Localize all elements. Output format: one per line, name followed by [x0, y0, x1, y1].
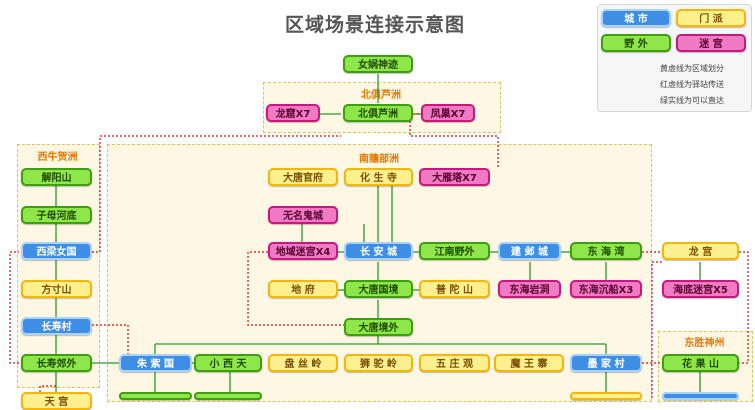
legend-city: 城 市 — [601, 9, 671, 27]
node-cut-bottom-2 — [194, 392, 262, 400]
node-zimu: 子母河底 — [21, 206, 92, 224]
legend-field: 野 外 — [601, 34, 671, 52]
node-jianye: 建 邺 城 — [498, 242, 561, 260]
node-tiangong: 天 宫 — [21, 392, 92, 410]
node-changshoujiao: 长寿郊外 — [21, 354, 92, 372]
legend-green-line-label: 绿实线为可以直达 — [660, 96, 724, 105]
node-jieyang: 解阳山 — [21, 168, 92, 186]
node-donghaiwan: 东 海 湾 — [570, 242, 642, 260]
node-cut-bottom-3 — [570, 392, 642, 400]
node-datangguojing: 大唐国境 — [344, 280, 413, 298]
node-longku: 龙窟X7 — [266, 104, 320, 122]
node-huasheng: 化 生 寺 — [344, 168, 413, 186]
node-changan: 长 安 城 — [344, 242, 413, 260]
node-beiju: 北俱芦洲 — [343, 104, 413, 122]
node-diyu: 地域迷宫X4 — [268, 242, 338, 260]
scene-connection-diagram: 区域场景连接示意图 北俱芦洲 西牛贺洲 南赡部洲 东胜神州 — [9, 4, 753, 410]
node-jiangnan: 江南野外 — [419, 242, 490, 260]
node-wuzhuang: 五 庄 观 — [419, 354, 490, 372]
node-pansi: 盘 丝 岭 — [268, 354, 338, 372]
node-shituo: 狮 驼 岭 — [344, 354, 413, 372]
node-mowang: 魔 王 寨 — [494, 354, 564, 372]
node-fengchao: 凤巢X7 — [421, 104, 475, 122]
zone-label-nanzhanbuzhou: 南赡部洲 — [359, 154, 399, 165]
node-xiaoxitian: 小 西 天 — [194, 354, 262, 372]
node-dihaimigong: 海底迷宫X5 — [662, 280, 739, 298]
node-fangcun: 方寸山 — [21, 280, 92, 298]
node-nvwa: 女娲神迹 — [343, 55, 413, 73]
legend-dungeon: 迷 宫 — [676, 34, 746, 52]
node-wuming: 无名鬼城 — [268, 206, 338, 224]
legend-faction: 门 派 — [676, 9, 746, 27]
zone-label-dongshengshenzhou: 东胜神州 — [684, 338, 725, 349]
legend-yellow-line-label: 黄虚线为区域划分 — [660, 64, 724, 73]
node-putuo: 普 陀 山 — [419, 280, 490, 298]
node-huaguo: 花 果 山 — [662, 354, 739, 372]
node-changshou: 长寿村 — [21, 317, 92, 335]
node-dayanta: 大雁塔X7 — [419, 168, 490, 186]
node-longgong: 龙 宫 — [662, 242, 739, 260]
node-donghaichen: 东海沉船X3 — [570, 280, 642, 298]
node-cut-bottom-1 — [119, 392, 192, 400]
node-cut-bottom-4 — [662, 392, 739, 400]
zone-label-beijuluzhou: 北俱芦洲 — [361, 90, 401, 101]
connection-lines — [9, 67, 749, 400]
diagram-title: 区域场景连接示意图 — [284, 14, 465, 36]
node-difu: 地 府 — [268, 280, 338, 298]
node-mojia: 墨 家 村 — [570, 354, 642, 372]
legend-red-line-label: 红虚线为驿站传送 — [660, 80, 724, 89]
node-zhuzi: 朱 紫 国 — [119, 354, 192, 372]
node-datangguanfu: 大唐官府 — [268, 168, 338, 186]
zone-label-xiniuhezhou: 西牛贺洲 — [37, 152, 78, 163]
node-donghaiyan: 东海岩洞 — [498, 280, 561, 298]
node-xiliang: 西梁女国 — [21, 242, 92, 260]
node-datangjingwai: 大唐境外 — [344, 318, 413, 336]
